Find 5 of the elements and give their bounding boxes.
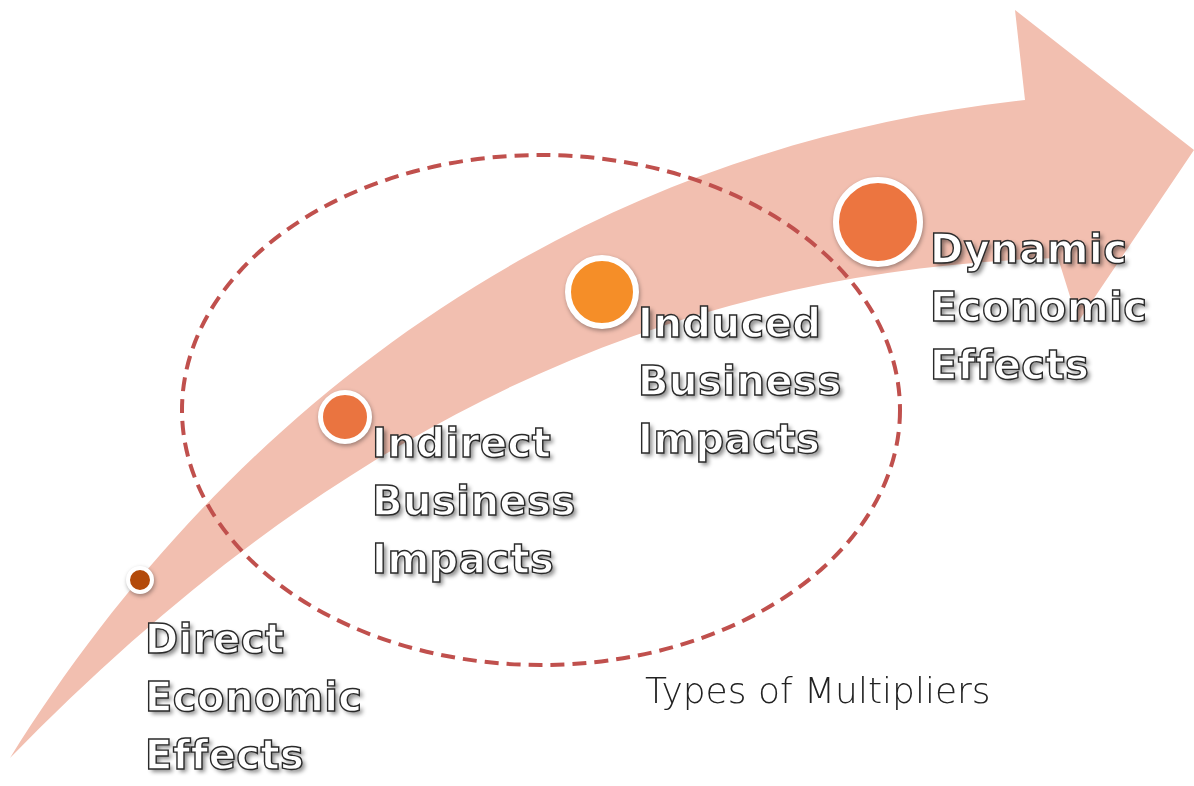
- caption-text: Types of Multipliers: [645, 670, 991, 711]
- step-label: Direct Economic Effects: [145, 615, 365, 780]
- step-label: Induced Business Impacts: [638, 294, 868, 468]
- step-label: Indirect Business Impacts: [372, 414, 602, 588]
- step-label: Dynamic Economic Effects: [930, 225, 1150, 390]
